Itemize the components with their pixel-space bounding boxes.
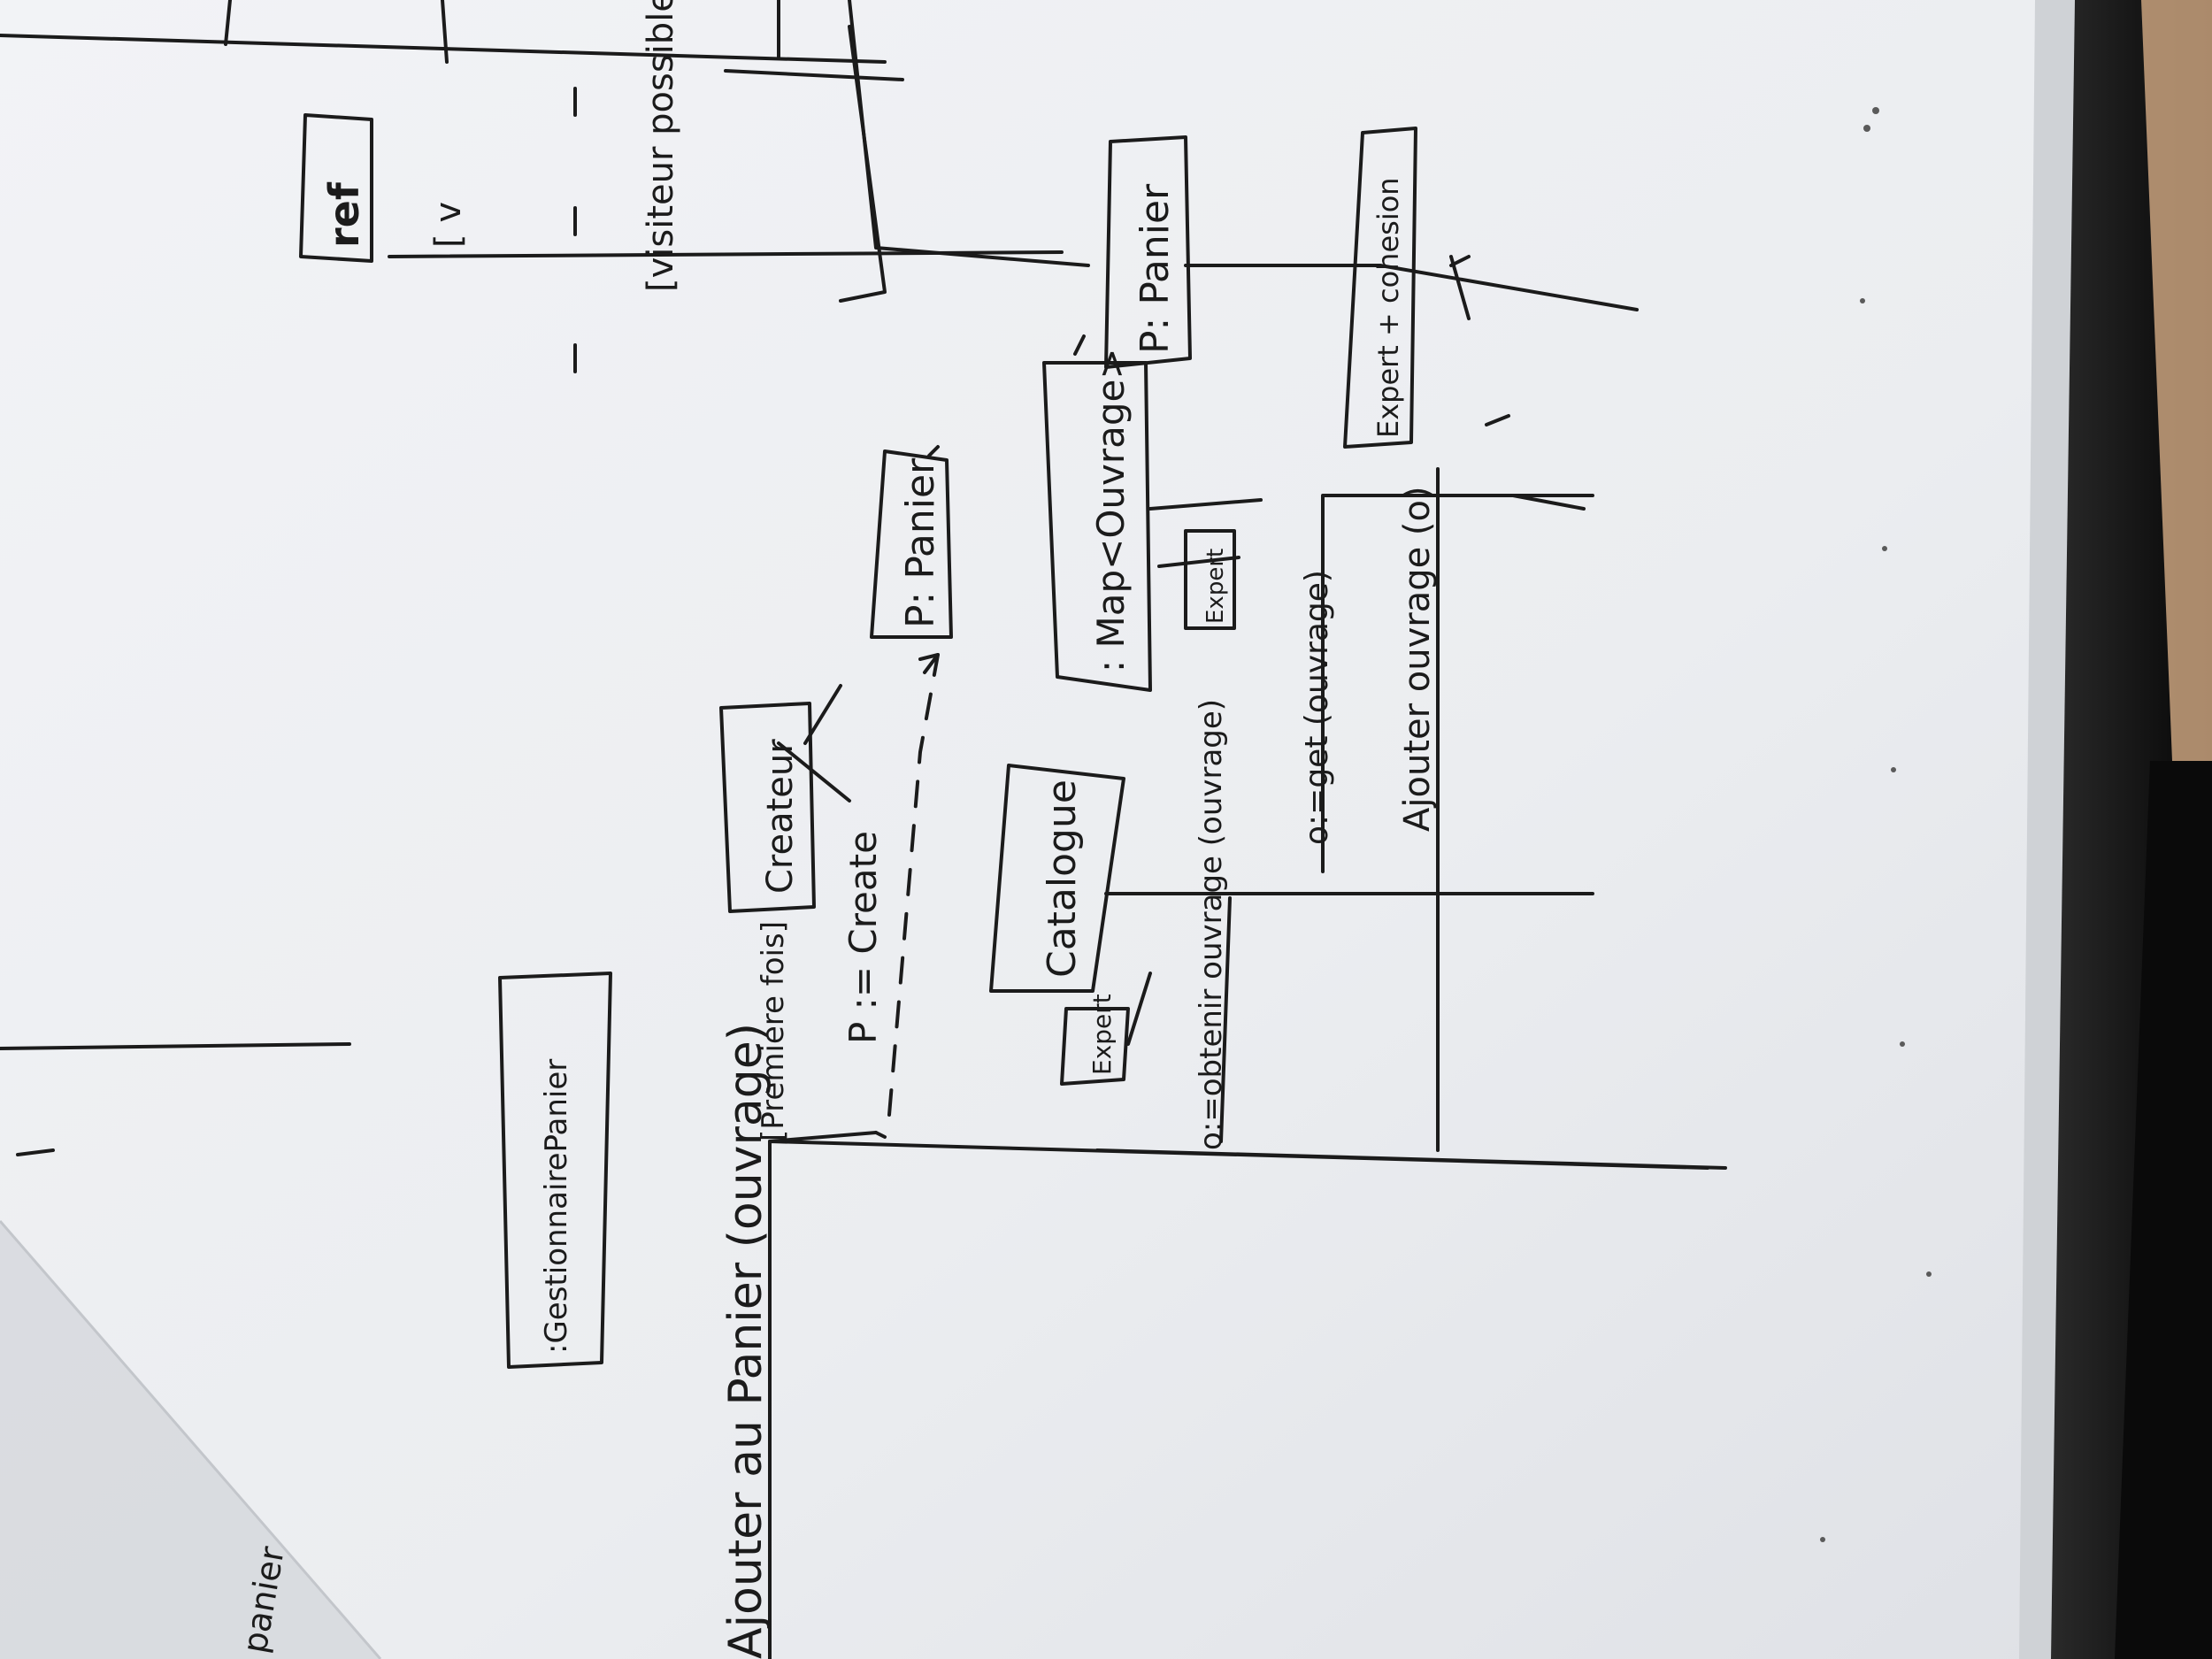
obtenir-arrow (1219, 896, 1232, 1143)
createur-tag-line-2 (777, 741, 851, 803)
top-fragment-line-2 (224, 0, 232, 46)
board-surface (0, 0, 2062, 1659)
obtenir-lifeline (1095, 1148, 1727, 1170)
top-fragment-mid (724, 69, 904, 81)
guard-premiere-fois: [Premiere fois] (756, 921, 791, 1141)
note-expert-catalogue: Expert (1087, 994, 1117, 1075)
shadow-edge (0, 1220, 382, 1659)
gestionnaire-box (498, 972, 612, 1369)
panier-box (1104, 135, 1192, 369)
wall-strip (2141, 0, 2212, 761)
expert-map-link (1157, 556, 1240, 568)
stray-mark-left (16, 1148, 55, 1156)
panier-lifeline (1184, 264, 1639, 311)
top-left-line (0, 1042, 351, 1050)
panier-created-tail (927, 445, 940, 457)
expert-map-link-2 (1148, 498, 1263, 511)
get-lifeline (1321, 494, 1594, 873)
expert-cohesion-box (1343, 127, 1417, 449)
expert-catalogue-box (1060, 1007, 1130, 1086)
top-fragment-line-3 (441, 0, 449, 64)
lifeline-catalogue: Catalogue (1040, 780, 1085, 978)
bracket-v: [ v (428, 202, 469, 248)
catalogue-box (989, 764, 1125, 993)
create-dashed-arrow (887, 653, 940, 1117)
msg-ajouter-au-panier: Ajouter au Panier (ouvrage) (719, 1023, 772, 1659)
map-ouvrage-link (1073, 334, 1086, 356)
frame-inner (2115, 761, 2212, 1659)
msg-obtenir-ouvrage: o:=obtenir ouvrage (ouvrage) (1194, 699, 1229, 1150)
ink-strokes (0, 0, 1727, 1659)
guard-divider (388, 250, 1064, 258)
lifeline-map-ouvrage: : Map<Ouvrage> (1089, 348, 1133, 672)
note-expert-map: Expert (1202, 549, 1229, 624)
lifeline-gestionnaire: :GestionnairePanier (539, 1059, 574, 1354)
lifeline-createur: Createur (760, 739, 801, 894)
lifeline-panier: P: Panier (1133, 183, 1178, 354)
lifeline-panier-created: P: Panier (898, 457, 943, 628)
ref-label: ref (320, 181, 368, 248)
expert-catalogue-link (1126, 972, 1152, 1046)
ajouter-ouvrage-dash (1485, 414, 1510, 426)
note-expert-cohesion: Expert + cohesion (1371, 177, 1405, 438)
createur-tag-line (803, 684, 842, 745)
ref-box (299, 113, 373, 263)
get-lifeline-dash (1511, 494, 1586, 511)
msg-create: P := Create (841, 831, 885, 1044)
top-fragment-line-1 (0, 34, 887, 64)
createur-box (719, 702, 816, 913)
top-fragment-right (839, 25, 887, 303)
create-arrowhead (918, 653, 940, 674)
panier-created-box (870, 449, 953, 639)
guard-visiteur: [visiteur possible (641, 0, 681, 292)
expert-cohesion-mark (1449, 255, 1471, 320)
msg-get-ouvrage: o:=get (ouvrage) (1299, 570, 1335, 845)
create-lifeline (768, 1131, 878, 1143)
board-edge (2019, 0, 2075, 1659)
board-specks (1820, 107, 1932, 1542)
msg-ajouter-ouvrage: Ajouter ouvrage (o) (1397, 486, 1438, 832)
